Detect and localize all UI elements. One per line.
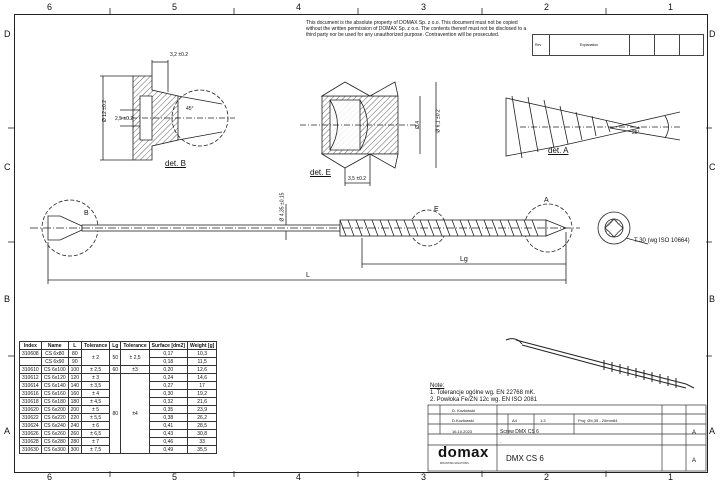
parts-table: Index Name L Tolerance Lg Tolerance Surf…: [19, 341, 218, 454]
tb-scale: 1:3: [540, 418, 546, 423]
marker-a: A: [544, 197, 549, 204]
e-dim-pitch: 3,5 ±0.2: [348, 176, 367, 182]
revision-rev-header: Rev: [533, 35, 550, 55]
title-block: D. Kozłowski D.Kozłowski A4 1:3 Proj: Ø4…: [428, 402, 706, 471]
tb-date: 16.10.2023: [452, 429, 473, 434]
zone-top-5: 5: [172, 2, 178, 12]
detail-a-view: [505, 95, 681, 159]
domax-logo: domax: [438, 444, 489, 461]
zone-top-1: 1: [668, 2, 674, 12]
shank-diameter: Ø 4,35 ±0.15: [279, 192, 286, 222]
table-row: 310610 CS 6x100 100 ± 2,5 60 ±3 0,20 12,…: [19, 365, 218, 374]
drawing-frame: [14, 14, 708, 473]
zone-left-b: B: [4, 294, 11, 304]
b-dim-diameter: Ø 12 ±0.2: [101, 100, 108, 122]
zone-top-2: 2: [544, 2, 550, 12]
l-dimension: L: [306, 272, 310, 279]
zone-bottom-2: 2: [544, 472, 550, 482]
a-angle: 25°: [632, 130, 640, 136]
table-row: 310612 CS 6x120 120 ± 3 80 ±4 0,24 14,6: [19, 373, 218, 454]
e-dim-diameter: Ø 6,1 ±0.2: [435, 109, 442, 133]
zone-top-6: 6: [47, 2, 53, 12]
tb-type: Screw DMX CS 6: [500, 429, 539, 435]
col-name: Name: [40, 341, 69, 350]
notes-block: Note: 1. Tolerancje ogólne wg. EN 22768 …: [430, 383, 537, 404]
b-dim-depth: 2,5 ±0.2: [115, 116, 134, 122]
main-screw-view: [30, 199, 580, 284]
zone-bottom-1: 1: [668, 472, 674, 482]
note-item-1: 1. Tolerancje ogólne wg. EN 22768 mK.: [430, 390, 536, 396]
tb-drawn: D. Kozłowski: [452, 408, 475, 413]
zone-top-4: 4: [296, 2, 302, 12]
tb-checked: D.Kozłowski: [452, 418, 474, 423]
marker-e: E: [434, 206, 439, 213]
b-dim-top: 3,2 ±0.2: [170, 52, 189, 58]
tb-size: A4: [512, 418, 517, 423]
revision-explanation-header: Explanation: [549, 35, 630, 55]
zone-right-b: B: [709, 294, 716, 304]
tb-dash: -: [500, 439, 502, 444]
torx-label: T 30 (wg ISO 10664): [634, 238, 690, 244]
domax-logo-sub: MOUNTING SOLUTIONS: [440, 462, 469, 465]
e-dim-core: Ø 4: [415, 120, 422, 130]
col-tolerance: Tolerance: [80, 341, 111, 350]
screw-thumbnail: [505, 338, 695, 389]
table-row: 310630 CS 6x300 300 ± 7,5 0,49 35,5: [19, 445, 218, 454]
table-row: 310608 CS 6x80 80 ± 2 50 ± 2,5 0,17 10,3: [19, 349, 218, 366]
lg-dimension: Lg: [460, 256, 468, 263]
col-index: Index: [19, 341, 42, 350]
table-row: 310616 CS 6x160 160 ± 4 0,30 19,2: [19, 389, 218, 398]
zone-left-d: D: [4, 29, 11, 39]
zone-left-c: C: [4, 162, 11, 172]
table-row: 310628 CS 6x280 280 ± 7 0,46 33: [19, 437, 218, 446]
proprietary-notice: This document is the absolute property o…: [306, 20, 527, 39]
revision-table: Rev Explanation: [532, 34, 704, 56]
col-lg-tolerance: Tolerance: [120, 341, 150, 350]
zone-bottom-3: 3: [421, 472, 427, 482]
zone-right-d: D: [709, 29, 716, 39]
note-item-2: 2. Powłoka Fe/ZN 12c wg. EN ISO 2081: [430, 397, 538, 403]
notes-title: Note:: [430, 383, 445, 389]
tb-rev-letter: A: [692, 458, 697, 464]
zone-left-a: A: [4, 426, 11, 436]
zone-bottom-6: 6: [47, 472, 53, 482]
detail-b-label: det. B: [165, 159, 186, 168]
col-lg: Lg: [109, 341, 122, 350]
detail-b-view: [100, 60, 235, 161]
zone-bottom-5: 5: [172, 472, 178, 482]
col-l: L: [67, 341, 83, 350]
tb-projection: Proj: Ø4,35 - 20mm84: [578, 418, 618, 423]
zone-right-c: C: [709, 162, 716, 172]
marker-b: B: [84, 210, 89, 217]
b-angle: 45°: [186, 106, 194, 112]
zone-right-a: A: [709, 426, 716, 436]
col-weight: Weight [g]: [186, 341, 218, 350]
torx-end-view: [597, 211, 649, 245]
detail-a-label: det. A: [548, 146, 569, 155]
tb-drawing-name: DMX CS 6: [506, 454, 544, 463]
zone-bottom-4: 4: [296, 472, 302, 482]
col-surface: Surface [dm2]: [148, 341, 188, 350]
tb-sheet-letter: A: [692, 430, 697, 436]
detail-e-view: [300, 81, 437, 186]
zone-top-3: 3: [421, 2, 427, 12]
detail-e-label: det. E: [310, 168, 331, 177]
